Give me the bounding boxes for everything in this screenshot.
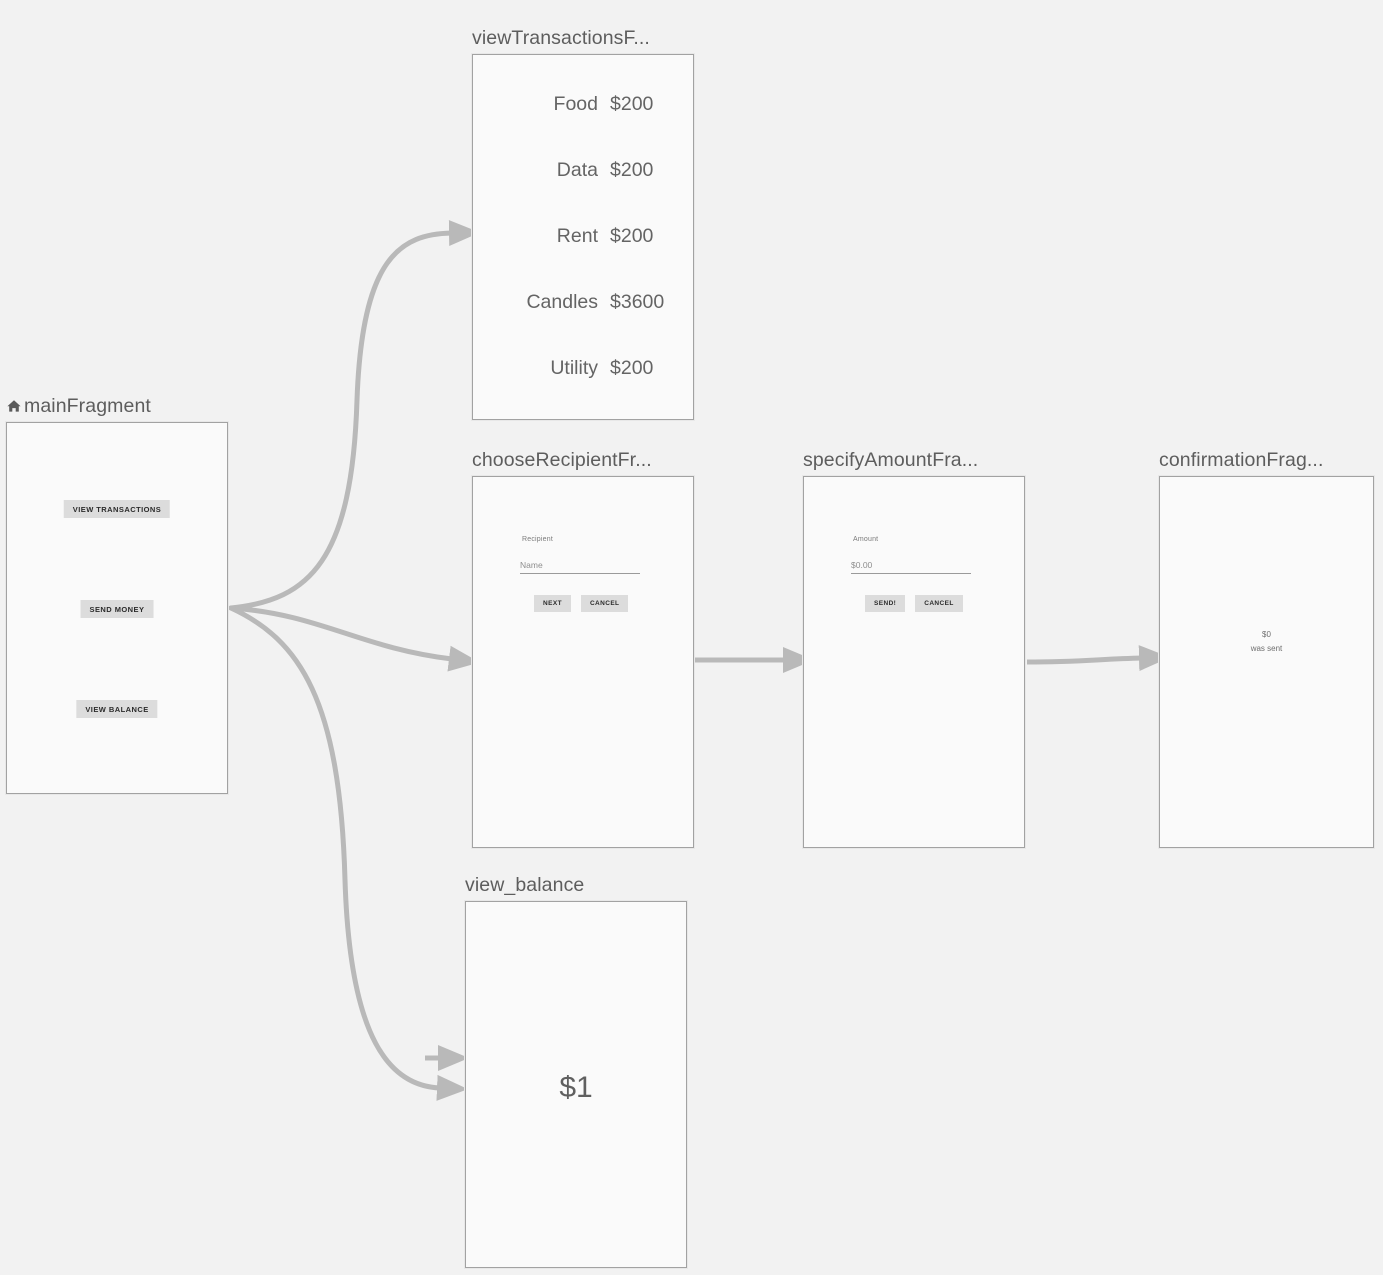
table-row: Candles $3600 bbox=[494, 291, 672, 313]
cancel-button[interactable]: CANCEL bbox=[580, 595, 629, 612]
table-row: Data $200 bbox=[494, 159, 672, 181]
send-money-button[interactable]: SEND MONEY bbox=[80, 600, 154, 618]
transaction-amount: $200 bbox=[610, 357, 654, 379]
amount-actions: SEND! CANCEL bbox=[865, 595, 963, 612]
cancel-button[interactable]: CANCEL bbox=[915, 595, 963, 612]
destination-frame-main bbox=[6, 422, 228, 794]
recipient-field-label: Recipient bbox=[522, 536, 553, 543]
destination-frame-confirmation bbox=[1159, 476, 1374, 848]
destination-preview-recipient: Recipient Name NEXT CANCEL bbox=[472, 476, 694, 848]
destination-title-balance: view_balance bbox=[465, 874, 585, 896]
transaction-amount: $200 bbox=[610, 93, 654, 115]
destination-title-confirmation: confirmationFrag... bbox=[1159, 449, 1324, 471]
view-transactions-button[interactable]: VIEW TRANSACTIONS bbox=[63, 500, 171, 518]
transaction-name: Candles bbox=[526, 291, 598, 313]
confirmation-message-block: $0 was sent bbox=[1159, 628, 1374, 656]
edge-main-to-balance bbox=[228, 605, 468, 1101]
table-row: Utility $200 bbox=[494, 357, 672, 379]
confirmation-text: was sent bbox=[1250, 644, 1283, 653]
transaction-name: Utility bbox=[550, 357, 598, 379]
edge-main-to-transactions bbox=[228, 220, 480, 611]
edge-amount-to-confirmation bbox=[1026, 645, 1170, 672]
transaction-name: Rent bbox=[556, 225, 598, 247]
destination-title-main-label: mainFragment bbox=[24, 395, 151, 417]
next-button[interactable]: NEXT bbox=[534, 595, 571, 612]
destination-frame-balance bbox=[465, 901, 687, 1268]
destination-view-balance[interactable]: view_balance $1 bbox=[465, 874, 687, 1268]
amount-field-label: Amount bbox=[853, 536, 879, 543]
send-button[interactable]: SEND! bbox=[865, 595, 906, 612]
balance-amount: $1 bbox=[559, 1071, 593, 1104]
destination-preview-balance: $1 bbox=[465, 901, 687, 1268]
destination-title-transactions: viewTransactionsF... bbox=[472, 27, 650, 49]
destination-frame-transactions bbox=[472, 54, 694, 420]
destination-frame-amount bbox=[803, 476, 1025, 848]
destination-preview-confirmation: $0 was sent bbox=[1159, 476, 1374, 848]
table-row: Food $200 bbox=[494, 93, 672, 115]
destination-title-main: mainFragment bbox=[6, 394, 228, 418]
transaction-amount: $200 bbox=[610, 225, 654, 247]
transaction-amount: $200 bbox=[610, 159, 654, 181]
destination-view-transactions-fragment[interactable]: viewTransactionsF... Food $200 Data $200… bbox=[472, 27, 694, 420]
amount-input[interactable]: $0.00 bbox=[851, 560, 971, 574]
transaction-name: Food bbox=[553, 93, 598, 115]
destination-specify-amount-fragment[interactable]: specifyAmountFra... Amount $0.00 SEND! C… bbox=[803, 449, 1025, 848]
destination-title-recipient: chooseRecipientFr... bbox=[472, 449, 652, 471]
transaction-amount: $3600 bbox=[610, 291, 665, 313]
destination-confirmation-fragment[interactable]: confirmationFrag... $0 was sent bbox=[1159, 449, 1374, 848]
home-icon bbox=[7, 399, 21, 412]
recipient-actions: NEXT CANCEL bbox=[534, 595, 629, 612]
destination-title-amount: specifyAmountFra... bbox=[803, 449, 979, 471]
edge-main-to-recipient bbox=[228, 605, 480, 672]
destination-main-fragment[interactable]: mainFragment VIEW TRANSACTIONS SEND MONE… bbox=[6, 395, 228, 794]
transaction-list: Food $200 Data $200 Rent $200 Candles $3… bbox=[472, 54, 694, 420]
confirmation-amount: $0 bbox=[1262, 630, 1271, 639]
destination-preview-main: VIEW TRANSACTIONS SEND MONEY VIEW BALANC… bbox=[6, 422, 228, 794]
transaction-name: Data bbox=[556, 159, 598, 181]
view-balance-button[interactable]: VIEW BALANCE bbox=[76, 700, 158, 718]
recipient-name-input[interactable]: Name bbox=[520, 560, 640, 574]
table-row: Rent $200 bbox=[494, 225, 672, 247]
destination-preview-amount: Amount $0.00 SEND! CANCEL bbox=[803, 476, 1025, 848]
destination-frame-recipient bbox=[472, 476, 694, 848]
destination-choose-recipient-fragment[interactable]: chooseRecipientFr... Recipient Name NEXT… bbox=[472, 449, 694, 848]
